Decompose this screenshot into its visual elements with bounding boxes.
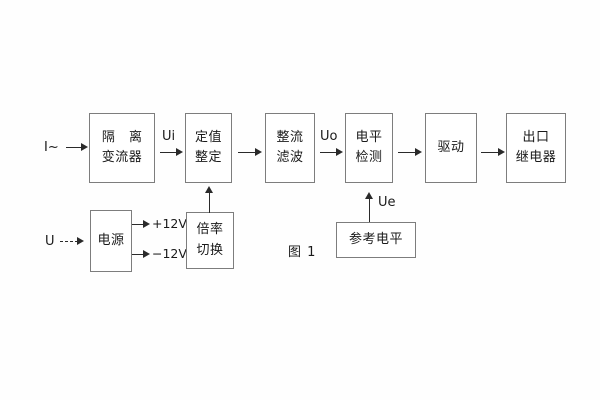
rail-negative-arrowhead xyxy=(143,250,150,258)
connector-reference-to-level xyxy=(369,199,370,222)
block-isolation-transformer-line2: 变流器 xyxy=(101,150,143,165)
block-reference-level[interactable]: 参考电平 xyxy=(336,222,416,258)
block-multiplier-switch[interactable]: 倍率 切换 xyxy=(186,212,234,269)
current-input-line xyxy=(66,147,82,148)
block-multiplier-switch-line2: 切换 xyxy=(196,242,224,258)
rail-negative-label: −12V xyxy=(152,246,187,261)
connector-rectify-to-level-arrowhead xyxy=(336,148,343,156)
block-output-relay-line1: 出口 xyxy=(522,129,550,145)
connector-isolation-to-setting xyxy=(160,152,177,153)
block-multiplier-switch-line1: 倍率 xyxy=(196,222,224,238)
ue-label: Ue xyxy=(378,195,396,210)
block-power-supply-line1: 电源 xyxy=(97,232,125,248)
voltage-input-label: U xyxy=(45,234,55,249)
connector-setting-to-rectify-arrowhead xyxy=(255,148,262,156)
block-rectify-filter-line1: 整流 xyxy=(276,129,304,145)
voltage-input-line xyxy=(60,241,78,242)
connector-level-to-drive-arrowhead xyxy=(415,148,422,156)
block-isolation-transformer[interactable]: 隔 离 变流器 xyxy=(89,113,155,183)
block-drive[interactable]: 驱动 xyxy=(425,113,477,183)
voltage-input-arrowhead xyxy=(77,237,84,245)
figure-caption: 图 1 xyxy=(288,245,317,260)
connector-rectify-to-level xyxy=(320,152,337,153)
block-setting-value-line1: 定值 xyxy=(194,129,222,145)
block-output-relay[interactable]: 出口 继电器 xyxy=(506,113,566,183)
block-output-relay-line2: 继电器 xyxy=(515,150,557,165)
block-level-detection[interactable]: 电平 检测 xyxy=(345,113,393,183)
block-drive-line1: 驱动 xyxy=(437,139,465,155)
block-level-detection-line1: 电平 xyxy=(355,129,383,145)
block-isolation-transformer-line1: 隔 离 xyxy=(101,129,148,145)
connector-isolation-to-setting-arrowhead xyxy=(176,148,183,156)
block-setting-value[interactable]: 定值 整定 xyxy=(185,113,232,183)
current-input-label: I~ xyxy=(44,140,59,155)
rail-negative-line xyxy=(132,254,144,255)
rail-positive-arrowhead xyxy=(143,220,150,228)
connector-reference-to-level-arrowhead xyxy=(365,192,373,199)
ui-label: Ui xyxy=(162,129,176,144)
uo-label: Uo xyxy=(320,129,338,144)
connector-multiplier-to-setting-arrowhead xyxy=(205,186,213,193)
block-setting-value-line2: 整定 xyxy=(194,150,222,165)
rail-positive-label: +12V xyxy=(152,216,187,231)
block-rectify-filter-line2: 滤波 xyxy=(276,150,304,165)
block-rectify-filter[interactable]: 整流 滤波 xyxy=(265,113,315,183)
rail-positive-line xyxy=(132,224,144,225)
connector-setting-to-rectify xyxy=(238,152,256,153)
connector-drive-to-relay xyxy=(481,152,499,153)
block-power-supply[interactable]: 电源 xyxy=(90,210,132,272)
connector-level-to-drive xyxy=(398,152,416,153)
connector-multiplier-to-setting xyxy=(209,193,210,213)
block-level-detection-line2: 检测 xyxy=(355,150,383,165)
block-reference-level-line1: 参考电平 xyxy=(348,231,403,247)
connector-drive-to-relay-arrowhead xyxy=(498,148,505,156)
current-input-arrowhead xyxy=(81,143,88,151)
